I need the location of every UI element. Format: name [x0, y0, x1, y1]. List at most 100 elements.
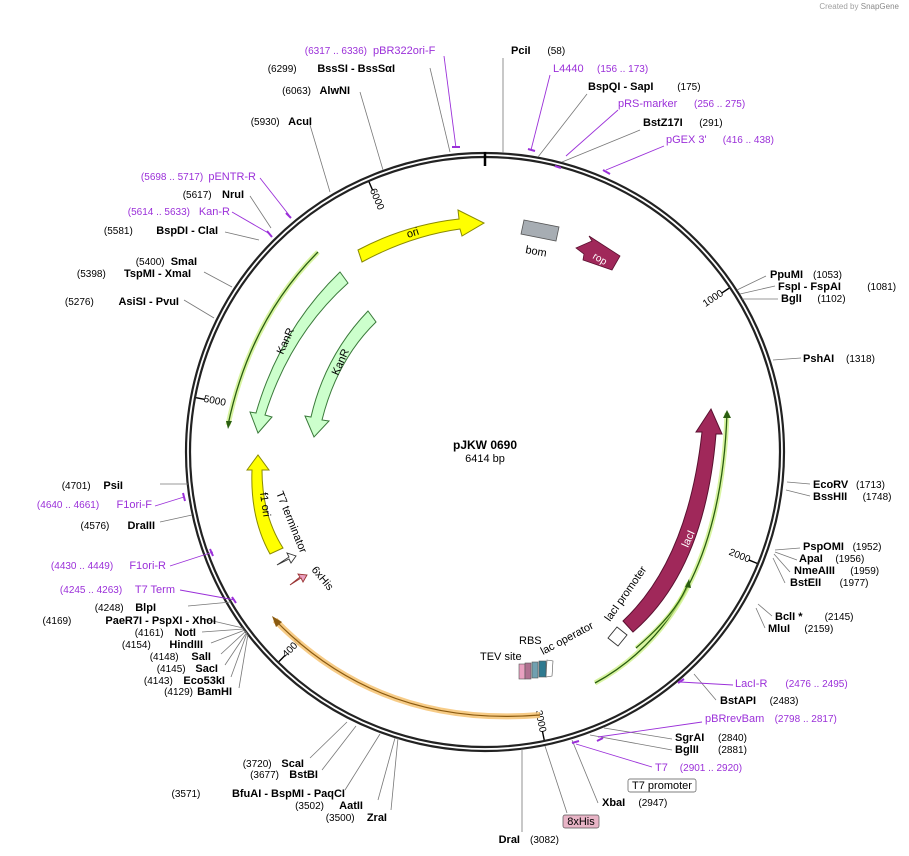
enzyme-position: (1318)	[846, 354, 875, 365]
primer-site[interactable]: F1ori-R(4430 .. 4449)	[51, 560, 166, 572]
snapgene-credit: Created by SnapGene	[819, 2, 899, 11]
enzyme-site[interactable]: BglII(2881)	[675, 744, 747, 756]
enzyme-site[interactable]: TspMI - XmaI(5398)	[77, 268, 191, 280]
enzyme-site[interactable]: NruI(5617)	[183, 189, 244, 201]
enzyme-site[interactable]: NotI(4161)	[135, 627, 196, 639]
enzyme-site[interactable]: BstEII(1977)	[790, 577, 869, 589]
enzyme-site[interactable]: BspQI - SapI(175)	[588, 81, 701, 93]
enzyme-position: (5617)	[183, 190, 212, 201]
ori-feature[interactable]	[357, 209, 486, 263]
enzyme-site[interactable]: MluI(2159)	[768, 623, 833, 635]
enzyme-site[interactable]: Eco53kI(4143)	[144, 675, 225, 687]
enzyme-position: (4148)	[150, 652, 179, 663]
enzyme-site[interactable]: AatII(3502)	[295, 800, 363, 812]
enzyme-site[interactable]: ScaI(3720)	[243, 758, 304, 770]
enzyme-site[interactable]: AcuI(5930)	[251, 116, 312, 128]
enzyme-site[interactable]: PshAI(1318)	[803, 353, 875, 365]
enzyme-name: BspQI - SapI	[588, 81, 653, 93]
enzyme-position: (2840)	[718, 733, 747, 744]
enzyme-site[interactable]: ZraI(3500)	[326, 812, 387, 824]
kanr-line	[227, 251, 319, 426]
primer-site[interactable]: LacI-R(2476 .. 2495)	[735, 678, 848, 690]
enzyme-site[interactable]: DraIII(4576)	[80, 520, 155, 532]
his6-feature[interactable]	[289, 573, 308, 586]
laci-promoter-feature[interactable]	[607, 626, 628, 647]
primer-site[interactable]: L4440(156 .. 173)	[553, 63, 648, 75]
enzyme-site[interactable]: SalI(4148)	[150, 651, 211, 663]
enzyme-name: Eco53kI	[183, 675, 225, 687]
primer-range: (4245 .. 4263)	[60, 585, 122, 596]
primer-site[interactable]: F1ori-F(4640 .. 4661)	[37, 499, 152, 511]
t7-terminator-feature[interactable]	[276, 552, 297, 566]
rop-feature[interactable]	[575, 235, 621, 271]
t7-promoter-box	[627, 778, 697, 793]
primer-site[interactable]: pENTR-R(5698 .. 5717)	[141, 171, 256, 183]
enzyme-site[interactable]: BlpI(4248)	[95, 602, 156, 614]
enzyme-site[interactable]: PsiI (4701)	[62, 480, 123, 492]
enzyme-site[interactable]: BstAPI(2483)	[720, 695, 799, 707]
enzyme-position: (1053)	[813, 270, 842, 281]
enzyme-site[interactable]: BclI *(2145)	[775, 611, 854, 623]
enzyme-name: NotI	[175, 627, 196, 639]
enzyme-site[interactable]: PciI(58)	[511, 45, 565, 57]
enzyme-site[interactable]: BspDI - ClaI(5581)	[104, 225, 218, 237]
enzyme-site[interactable]: PpuMI(1053)	[770, 269, 842, 281]
primer-site[interactable]: T7(2901 .. 2920)	[655, 762, 742, 774]
bom-label: bom	[524, 244, 547, 260]
enzyme-position: (5581)	[104, 226, 133, 237]
enzyme-name: PspOMI	[803, 541, 844, 553]
enzyme-name: BclI *	[775, 611, 803, 623]
kanr-outer-feature[interactable]	[249, 271, 349, 434]
enzyme-name: PsiI	[103, 480, 123, 492]
enzyme-site[interactable]: HindIII(4154)	[122, 639, 203, 651]
enzyme-site[interactable]: BglI(1102)	[781, 293, 846, 305]
f1ori-feature[interactable]	[246, 454, 284, 555]
short-line	[635, 582, 689, 649]
enzyme-name: ScaI	[281, 758, 304, 770]
tick-mark	[195, 397, 206, 401]
laci-feature[interactable]	[622, 407, 723, 633]
enzyme-site[interactable]: SacI(4145)	[157, 663, 218, 675]
primer-site[interactable]: pBRrevBam(2798 .. 2817)	[705, 713, 837, 725]
enzyme-name: FspI - FspAI	[778, 281, 841, 293]
enzyme-name: BlpI	[135, 602, 156, 614]
enzyme-site[interactable]: BstBI(3677)	[250, 769, 318, 781]
enzyme-site[interactable]: ApaI(1956)	[799, 553, 864, 565]
enzyme-site[interactable]: AlwNI(6063)	[282, 85, 350, 97]
enzyme-position: (3502)	[295, 801, 324, 812]
ori-label: ori	[405, 226, 420, 241]
primer-site[interactable]: (6317 .. 6336)pBR322ori-F	[305, 45, 436, 57]
enzyme-position: (2159)	[804, 624, 833, 635]
enzyme-site[interactable]: DraI(3082)	[499, 834, 559, 846]
his8-box	[562, 814, 600, 829]
enzyme-site[interactable]: XbaI(2947)	[602, 797, 667, 809]
enzyme-site[interactable]: NmeAIII(1959)	[794, 565, 879, 577]
primer-site[interactable]: Kan-R(5614 .. 5633)	[128, 206, 230, 218]
enzyme-name: DraI	[499, 834, 520, 846]
enzyme-site[interactable]: BssHII(1748)	[813, 491, 892, 503]
enzyme-position: (4701)	[62, 481, 91, 492]
enzyme-name: TspMI - XmaI	[124, 268, 191, 280]
primer-site[interactable]: pGEX 3'(416 .. 438)	[666, 134, 774, 146]
primer-range: (2798 .. 2817)	[775, 714, 837, 725]
enzyme-site[interactable]: BstZ17I(291)	[643, 117, 723, 129]
kanr-inner-feature[interactable]	[304, 310, 377, 438]
primer-site[interactable]: pRS-marker(256 .. 275)	[618, 98, 745, 110]
enzyme-site[interactable]: BamHI(4129)	[164, 686, 232, 698]
enzyme-site[interactable]: EcoRV(1713)	[813, 479, 885, 491]
enzyme-site[interactable]: BssSI - BssSαI(6299)	[268, 63, 395, 75]
enzyme-name: PciI	[511, 45, 531, 57]
rbs-label: RBS	[519, 635, 542, 647]
lac-operator-label: lac operator	[539, 620, 596, 658]
tick-label: 1000	[701, 288, 726, 310]
enzyme-site[interactable]: SmaI(5400)	[136, 256, 197, 268]
bom-feature[interactable]	[520, 219, 560, 242]
enzyme-site[interactable]: PaeR7I - PspXI - XhoI(4169)	[42, 615, 216, 627]
enzyme-site[interactable]: FspI - FspAI(1081)	[778, 281, 896, 293]
enzyme-site[interactable]: AsiSI - PvuI(5276)	[65, 296, 179, 308]
mcs-features[interactable]	[518, 659, 554, 680]
primer-site[interactable]: T7 Term(4245 .. 4263)	[60, 584, 175, 596]
enzyme-site[interactable]: PspOMI(1952)	[803, 541, 882, 553]
enzyme-site[interactable]: SgrAI(2840)	[675, 732, 747, 744]
enzyme-site[interactable]: BfuAI - BspMI - PaqCI(3571)	[171, 788, 345, 800]
